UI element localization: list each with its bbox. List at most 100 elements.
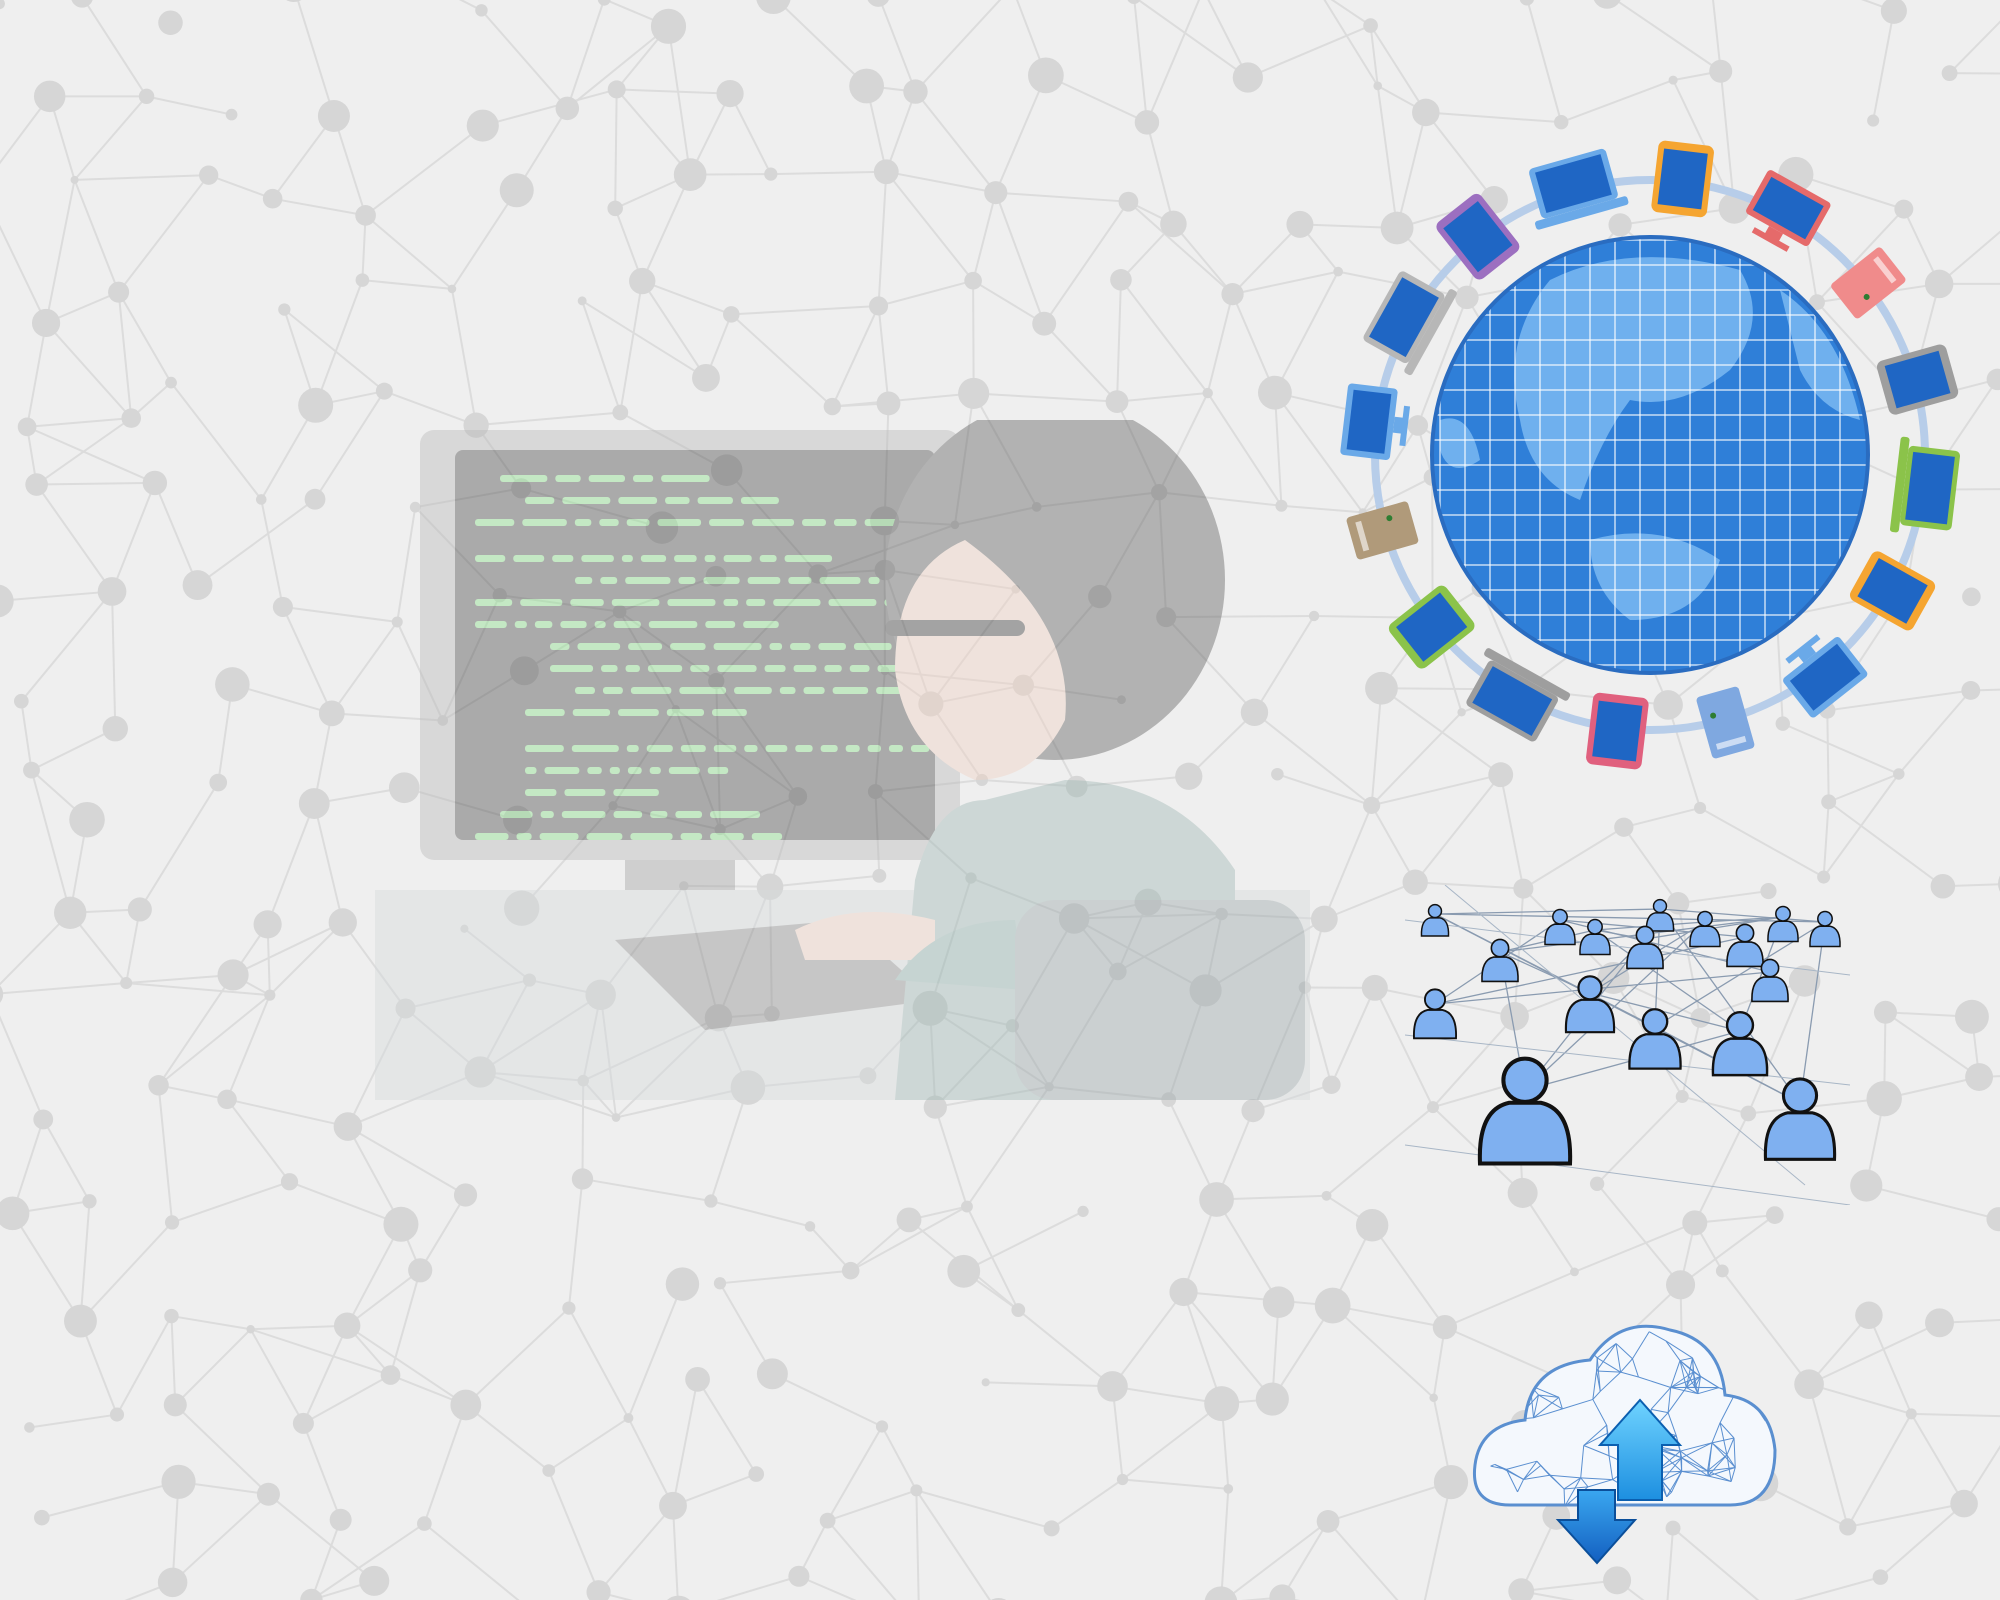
mesh-node — [1365, 671, 1398, 705]
code-token — [550, 643, 570, 650]
mesh-node — [97, 577, 127, 606]
person-icon — [1689, 910, 1721, 948]
mesh-node — [1215, 907, 1228, 921]
mesh-node — [1127, 0, 1141, 4]
mesh-node — [504, 890, 540, 926]
code-token — [650, 811, 668, 818]
mesh-node — [730, 1070, 766, 1105]
mesh-node — [1986, 368, 2000, 391]
code-token — [647, 665, 683, 672]
mesh-node — [1986, 1207, 2000, 1232]
mesh-node — [665, 1267, 700, 1301]
mesh-node — [875, 1420, 889, 1433]
code-token — [713, 643, 762, 650]
mesh-node — [1065, 775, 1088, 798]
mesh-node — [607, 80, 626, 99]
code-token — [795, 745, 813, 752]
code-token — [525, 789, 557, 796]
code-token — [544, 767, 580, 774]
code-token — [690, 665, 710, 672]
mesh-node — [1298, 981, 1312, 994]
code-token — [577, 643, 621, 650]
mesh-node — [713, 1277, 727, 1290]
mesh-node — [328, 908, 357, 937]
person-icon — [1579, 918, 1611, 956]
mesh-node — [1809, 294, 1825, 311]
mesh-node — [1930, 873, 1956, 899]
code-token — [759, 555, 777, 562]
code-token — [740, 497, 779, 504]
mesh-node — [1665, 1270, 1696, 1300]
mesh-node — [355, 205, 376, 226]
mesh-node — [17, 417, 37, 437]
code-token — [712, 709, 747, 716]
code-token — [853, 643, 892, 650]
mesh-node — [1097, 1371, 1128, 1402]
code-token — [564, 789, 606, 796]
mesh-node — [375, 382, 393, 400]
mesh-node — [1718, 192, 1750, 224]
mesh-node — [748, 1466, 765, 1482]
mesh-node — [217, 959, 249, 991]
mesh-node — [965, 872, 977, 884]
person-icon — [1711, 1010, 1769, 1077]
mesh-node — [964, 271, 982, 290]
tower-icon — [1831, 247, 1906, 319]
code-token — [571, 745, 619, 752]
mesh-node — [1866, 1080, 1902, 1117]
code-token — [679, 687, 727, 694]
mesh-node — [716, 80, 744, 108]
mesh-node — [108, 281, 130, 303]
mesh-node — [1363, 18, 1378, 33]
mesh-node — [71, 0, 93, 8]
mesh-node — [246, 1325, 255, 1334]
code-token — [475, 599, 513, 606]
mesh-node — [1310, 905, 1338, 933]
mesh-node — [466, 109, 499, 142]
mesh-node — [1500, 1002, 1529, 1031]
code-token — [520, 599, 563, 606]
code-token — [513, 555, 545, 562]
code-token — [581, 555, 614, 562]
tablet-icon — [1436, 193, 1520, 280]
upload-arrow-icon — [1597, 1398, 1683, 1501]
mesh-node — [1924, 269, 1954, 299]
mesh-node — [0, 1196, 30, 1231]
mesh-node — [947, 1254, 981, 1288]
code-token — [613, 789, 659, 796]
code-token — [746, 599, 766, 606]
mesh-node — [509, 656, 539, 686]
mesh-node — [1821, 794, 1837, 810]
person-icon — [1413, 988, 1457, 1040]
code-token — [613, 621, 641, 628]
mesh-node — [1653, 690, 1683, 720]
chair — [1015, 900, 1305, 1100]
mesh-node — [611, 1113, 621, 1122]
mesh-node — [714, 823, 726, 836]
code-token — [572, 709, 611, 716]
mesh-node — [359, 1565, 390, 1596]
code-token — [747, 577, 781, 584]
mesh-node — [1412, 98, 1440, 127]
mesh-node — [417, 1516, 432, 1531]
code-token — [734, 687, 772, 694]
mesh-node — [121, 408, 141, 428]
mesh-node — [1855, 1301, 1883, 1330]
mesh-node — [380, 1365, 401, 1385]
mesh-node — [1314, 1287, 1351, 1324]
mesh-node — [577, 296, 587, 306]
mesh-node — [253, 910, 282, 939]
code-token — [475, 621, 507, 628]
code-token — [710, 811, 761, 818]
mesh-node — [1232, 62, 1263, 93]
mesh-node — [562, 1301, 576, 1315]
mesh-node — [1108, 962, 1127, 981]
mesh-node — [437, 715, 449, 726]
mesh-node — [1077, 1205, 1089, 1218]
mesh-node — [880, 666, 890, 676]
mesh-node — [1666, 892, 1690, 915]
code-token — [626, 519, 650, 526]
tablet-icon — [1876, 344, 1959, 415]
mesh-node — [1675, 1090, 1689, 1104]
code-token — [539, 833, 579, 840]
